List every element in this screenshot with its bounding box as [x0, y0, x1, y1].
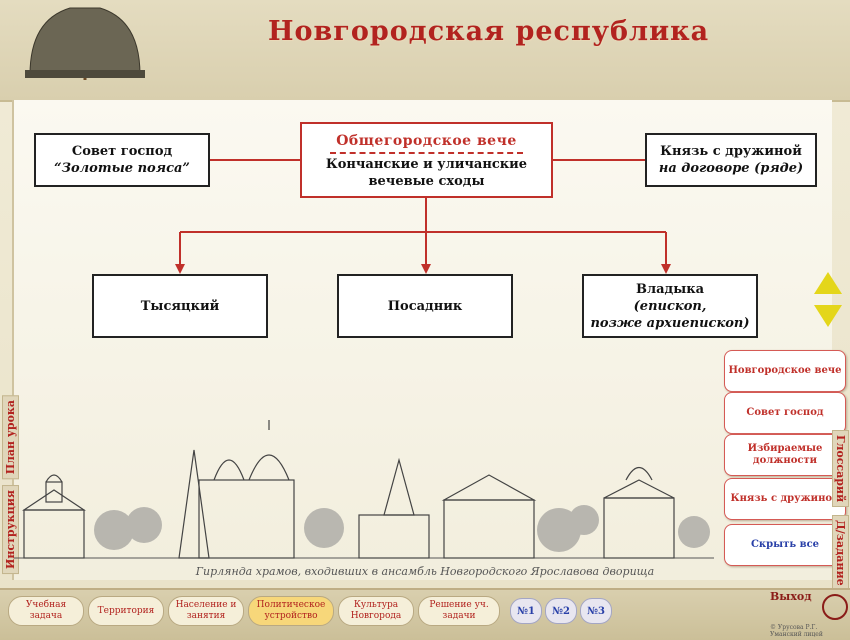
prince-subtitle: на договоре (ряде): [658, 161, 804, 176]
exit-button[interactable]: Выход: [770, 590, 812, 603]
nav-learning-task[interactable]: Учебная задача: [8, 596, 84, 626]
council-title: Совет господ: [71, 144, 173, 159]
bell-icon: [25, 7, 145, 80]
tab-elected-positions[interactable]: Избираемые должности: [724, 434, 846, 476]
header: Новгородская республика: [0, 0, 850, 102]
nav-task-solution[interactable]: Решение уч. задачи: [418, 596, 500, 626]
nav-culture[interactable]: Культура Новгорода: [338, 596, 414, 626]
nav-political-structure[interactable]: Политическое устройство: [248, 596, 334, 626]
posadnik-box: Посадник: [337, 274, 513, 338]
number-button-2[interactable]: №2: [545, 598, 577, 624]
tab-sovet-gospod[interactable]: Совет господ: [724, 392, 846, 434]
tab-novgorod-veche[interactable]: Новгородское вече: [724, 350, 846, 392]
hide-all-button[interactable]: Скрыть все: [724, 524, 846, 566]
tysyatsky-box: Тысяцкий: [92, 274, 268, 338]
tab-prince[interactable]: Князь с дружиной: [724, 478, 846, 520]
veche-title: Общегородское вече: [330, 131, 523, 154]
vladyka-line3: позже архиепископ): [590, 315, 750, 331]
veche-subtitle: Кончанские и уличанские вечевые сходы: [325, 156, 528, 189]
prince-title: Князь с дружиной: [660, 144, 802, 159]
vladyka-title: Владыка: [635, 281, 705, 297]
compass-icon: [822, 594, 848, 620]
illustration-caption: Гирлянда храмов, входивших в ансамбль Но…: [195, 565, 655, 578]
footer-credit: © Урусова Р.Г. Уманский лицей: [770, 624, 823, 638]
vladyka-line2: (епископ,: [633, 298, 707, 314]
vladyka-box: Владыка (епископ, позже архиепископ): [582, 274, 758, 338]
prince-box: Князь с дружиной на договоре (ряде): [645, 133, 817, 187]
scroll-down-arrow-icon[interactable]: [814, 305, 842, 327]
posadnik-label: Посадник: [387, 298, 463, 314]
churches-illustration: [14, 420, 714, 559]
nav-territory[interactable]: Территория: [88, 596, 164, 626]
number-button-1[interactable]: №1: [510, 598, 542, 624]
page-title: Новгородская республика: [268, 16, 710, 47]
task-tab[interactable]: Д/задание: [832, 515, 849, 591]
nav-population[interactable]: Население и занятия: [168, 596, 244, 626]
glossary-tab[interactable]: Глоссарий: [832, 430, 849, 508]
veche-box: Общегородское вече Кончанские и уличанск…: [300, 122, 553, 198]
council-box: Совет господ “Золотые пояса”: [34, 133, 210, 187]
council-subtitle: “Золотые пояса”: [54, 161, 190, 176]
scroll-up-arrow-icon[interactable]: [814, 272, 842, 294]
number-button-3[interactable]: №3: [580, 598, 612, 624]
tysyatsky-label: Тысяцкий: [140, 298, 220, 314]
